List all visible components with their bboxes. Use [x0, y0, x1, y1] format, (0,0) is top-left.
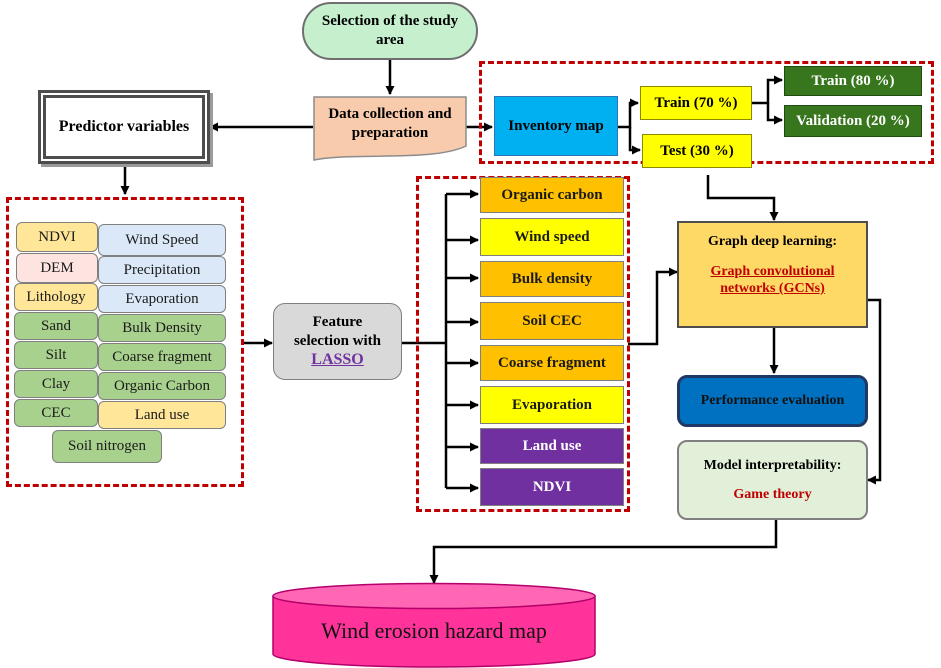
- inventory-map-label: Inventory map: [508, 117, 604, 134]
- validation-20-label: Validation (20 %): [796, 112, 910, 129]
- var-evaporation: Evaporation: [98, 285, 226, 313]
- var-soil-nitrogen: Soil nitrogen: [52, 430, 162, 463]
- performance-evaluation-label: Performance evaluation: [700, 393, 845, 409]
- arrow-train70-to-train80: [752, 75, 783, 105]
- feature-ndvi-label: NDVI: [532, 478, 572, 495]
- var-ndvi-label: NDVI: [38, 228, 76, 245]
- feature-coarse-fragment-label: Coarse fragment: [498, 354, 606, 371]
- var-wind-speed-label: Wind Speed: [125, 231, 199, 248]
- study-area-terminal: Selection of the study area: [302, 2, 478, 60]
- inventory-map-box: Inventory map: [494, 96, 618, 156]
- var-lithology-label: Lithology: [26, 288, 86, 305]
- var-bulk-density-label: Bulk Density: [122, 319, 202, 336]
- arrow-gdl-to-interpretability: [867, 298, 882, 485]
- feature-bulk-density-label: Bulk density: [511, 270, 593, 287]
- variables-frame: [6, 197, 244, 487]
- train-70-label: Train (70 %): [654, 94, 738, 111]
- var-coarse-fragment-label: Coarse fragment: [112, 348, 212, 365]
- train-70-box: Train (70 %): [640, 86, 752, 120]
- var-sand-label: Sand: [41, 317, 71, 334]
- feature-land-use: Land use: [480, 428, 624, 464]
- var-cec: CEC: [14, 399, 98, 427]
- var-land-use-label: Land use: [134, 406, 190, 423]
- var-sand: Sand: [14, 312, 98, 340]
- arrow-train70-to-validation: [766, 103, 783, 125]
- data-collection-node: Data collection and preparation: [313, 96, 467, 152]
- test-30-label: Test (30 %): [660, 142, 734, 159]
- gcn-link[interactable]: Graph convolutional networks (GCNs): [710, 263, 835, 297]
- wind-erosion-map-label: Wind erosion hazard map: [321, 618, 547, 644]
- model-interpretability-box: Model interpretability: Game theory: [677, 440, 868, 520]
- predictor-variables-label: Predictor variables: [58, 118, 190, 135]
- var-land-use: Land use: [98, 401, 226, 429]
- feature-soil-cec: Soil CEC: [480, 302, 624, 340]
- feature-land-use-label: Land use: [522, 437, 582, 454]
- lasso-link[interactable]: LASSO: [311, 351, 364, 369]
- var-ndvi: NDVI: [16, 222, 98, 252]
- var-organic-carbon-label: Organic Carbon: [114, 377, 210, 394]
- var-clay: Clay: [14, 370, 98, 398]
- var-dem-label: DEM: [40, 259, 74, 276]
- var-evaporation-label: Evaporation: [125, 290, 199, 307]
- feature-organic-carbon: Organic carbon: [480, 177, 624, 213]
- model-interpretability-title: Model interpretability:: [703, 457, 842, 473]
- data-collection-shape: [313, 96, 467, 161]
- arrow-inventory-to-test30: [628, 127, 641, 155]
- feature-evaporation-label: Evaporation: [511, 396, 592, 413]
- graph-deep-learning-title: Graph deep learning:: [707, 234, 838, 249]
- var-silt: Silt: [14, 341, 98, 369]
- performance-evaluation-box: Performance evaluation: [677, 375, 868, 427]
- feature-wind-speed: Wind speed: [480, 218, 624, 256]
- var-organic-carbon: Organic Carbon: [98, 372, 226, 400]
- wind-erosion-map-node: Wind erosion hazard map: [271, 604, 597, 658]
- var-precipitation-label: Precipitation: [123, 261, 201, 278]
- var-bulk-density: Bulk Density: [98, 314, 226, 342]
- var-lithology: Lithology: [14, 283, 98, 311]
- feature-bulk-density: Bulk density: [480, 261, 624, 297]
- feature-coarse-fragment: Coarse fragment: [480, 345, 624, 381]
- train-80-box: Train (80 %): [784, 66, 922, 96]
- var-clay-label: Clay: [41, 375, 71, 392]
- var-wind-speed: Wind Speed: [98, 224, 226, 256]
- predictor-variables-box: Predictor variables: [38, 90, 210, 164]
- var-soil-nitrogen-label: Soil nitrogen: [68, 438, 146, 454]
- feature-selection-line2: selection with: [293, 332, 382, 349]
- var-precipitation: Precipitation: [98, 256, 226, 284]
- var-dem: DEM: [16, 253, 98, 283]
- arrow-inventory-to-gdl: [706, 175, 779, 221]
- game-theory-label: Game theory: [733, 487, 812, 502]
- train-80-label: Train (80 %): [811, 72, 895, 89]
- data-collection-label: Data collection and preparation: [328, 106, 452, 141]
- feature-selection-line1: Feature: [312, 313, 363, 330]
- var-silt-label: Silt: [45, 346, 67, 363]
- wind-erosion-map-cylinder: [272, 582, 596, 668]
- arrow-interpretability-to-output: [429, 520, 778, 584]
- arrow-inventory-to-train70: [618, 98, 639, 129]
- graph-deep-learning-box: Graph deep learning: Graph convolutional…: [677, 221, 868, 328]
- study-area-label: Selection of the study area: [321, 13, 459, 48]
- feature-organic-carbon-label: Organic carbon: [501, 186, 603, 203]
- feature-ndvi: NDVI: [480, 468, 624, 506]
- var-cec-label: CEC: [41, 404, 71, 421]
- arrow-features-to-gdl: [628, 267, 678, 346]
- feature-wind-speed-label: Wind speed: [514, 228, 590, 245]
- test-30-box: Test (30 %): [642, 134, 752, 168]
- validation-20-box: Validation (20 %): [784, 105, 922, 137]
- feature-soil-cec-label: Soil CEC: [522, 312, 582, 329]
- feature-evaporation: Evaporation: [480, 386, 624, 424]
- var-coarse-fragment: Coarse fragment: [98, 343, 226, 371]
- feature-selection-box: Feature selection with LASSO: [273, 303, 402, 380]
